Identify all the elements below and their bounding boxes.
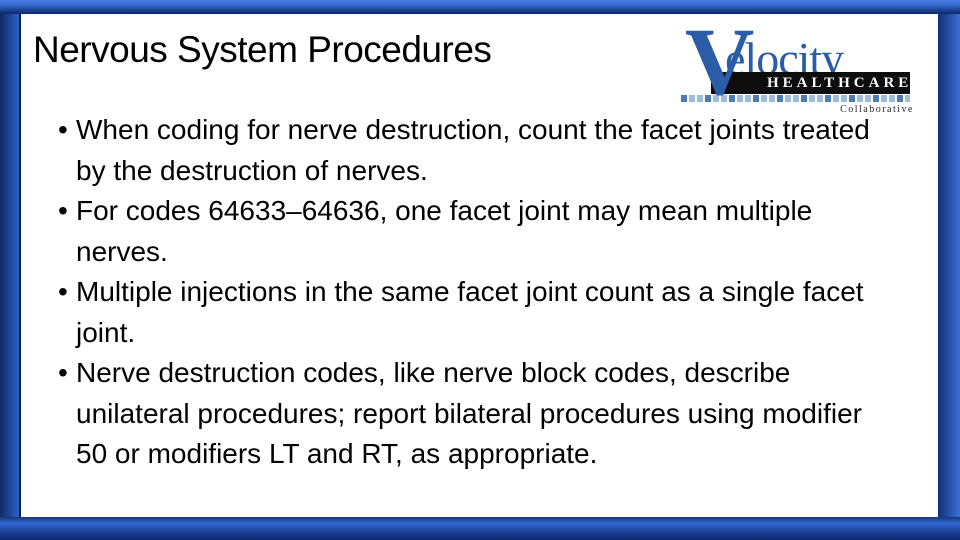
bullet-item: • Multiple injections in the same facet … xyxy=(58,272,892,353)
bullet-marker: • xyxy=(58,114,68,145)
bullet-item: • Nerve destruction codes, like nerve bl… xyxy=(58,353,892,475)
slide-title: Nervous System Procedures xyxy=(33,29,492,70)
bullet-list: • When coding for nerve destruction, cou… xyxy=(58,110,892,475)
bullet-item: • When coding for nerve destruction, cou… xyxy=(58,110,892,191)
bullet-text: Nerve destruction codes, like nerve bloc… xyxy=(76,357,862,469)
bullet-text: Multiple injections in the same facet jo… xyxy=(76,276,864,348)
logo-healthcare-text: HEALTHCARE xyxy=(767,74,913,91)
frame-right-border xyxy=(938,14,960,517)
logo-filmstrip-squares xyxy=(681,95,910,102)
frame-top-border xyxy=(0,0,960,14)
slide-content-area: Nervous System Procedures • When coding … xyxy=(21,14,938,517)
logo-tagline: Collaborative xyxy=(840,104,914,115)
bullet-text: For codes 64633–64636, one facet joint m… xyxy=(76,195,813,267)
frame-bottom-border xyxy=(0,517,960,540)
bullet-text: When coding for nerve destruction, count… xyxy=(76,114,870,186)
bullet-marker: • xyxy=(58,195,68,226)
bullet-marker: • xyxy=(58,276,68,307)
bullet-marker: • xyxy=(58,357,68,388)
logo-healthcare-bar: HEALTHCARE xyxy=(711,72,910,94)
velocity-healthcare-logo: V elocity HEALTHCARE Collaborative xyxy=(681,14,916,118)
logo-letter-v: V xyxy=(685,8,755,115)
frame-left-edge-line xyxy=(19,14,21,517)
bullet-item: • For codes 64633–64636, one facet joint… xyxy=(58,191,892,272)
frame-left-border xyxy=(0,14,19,517)
